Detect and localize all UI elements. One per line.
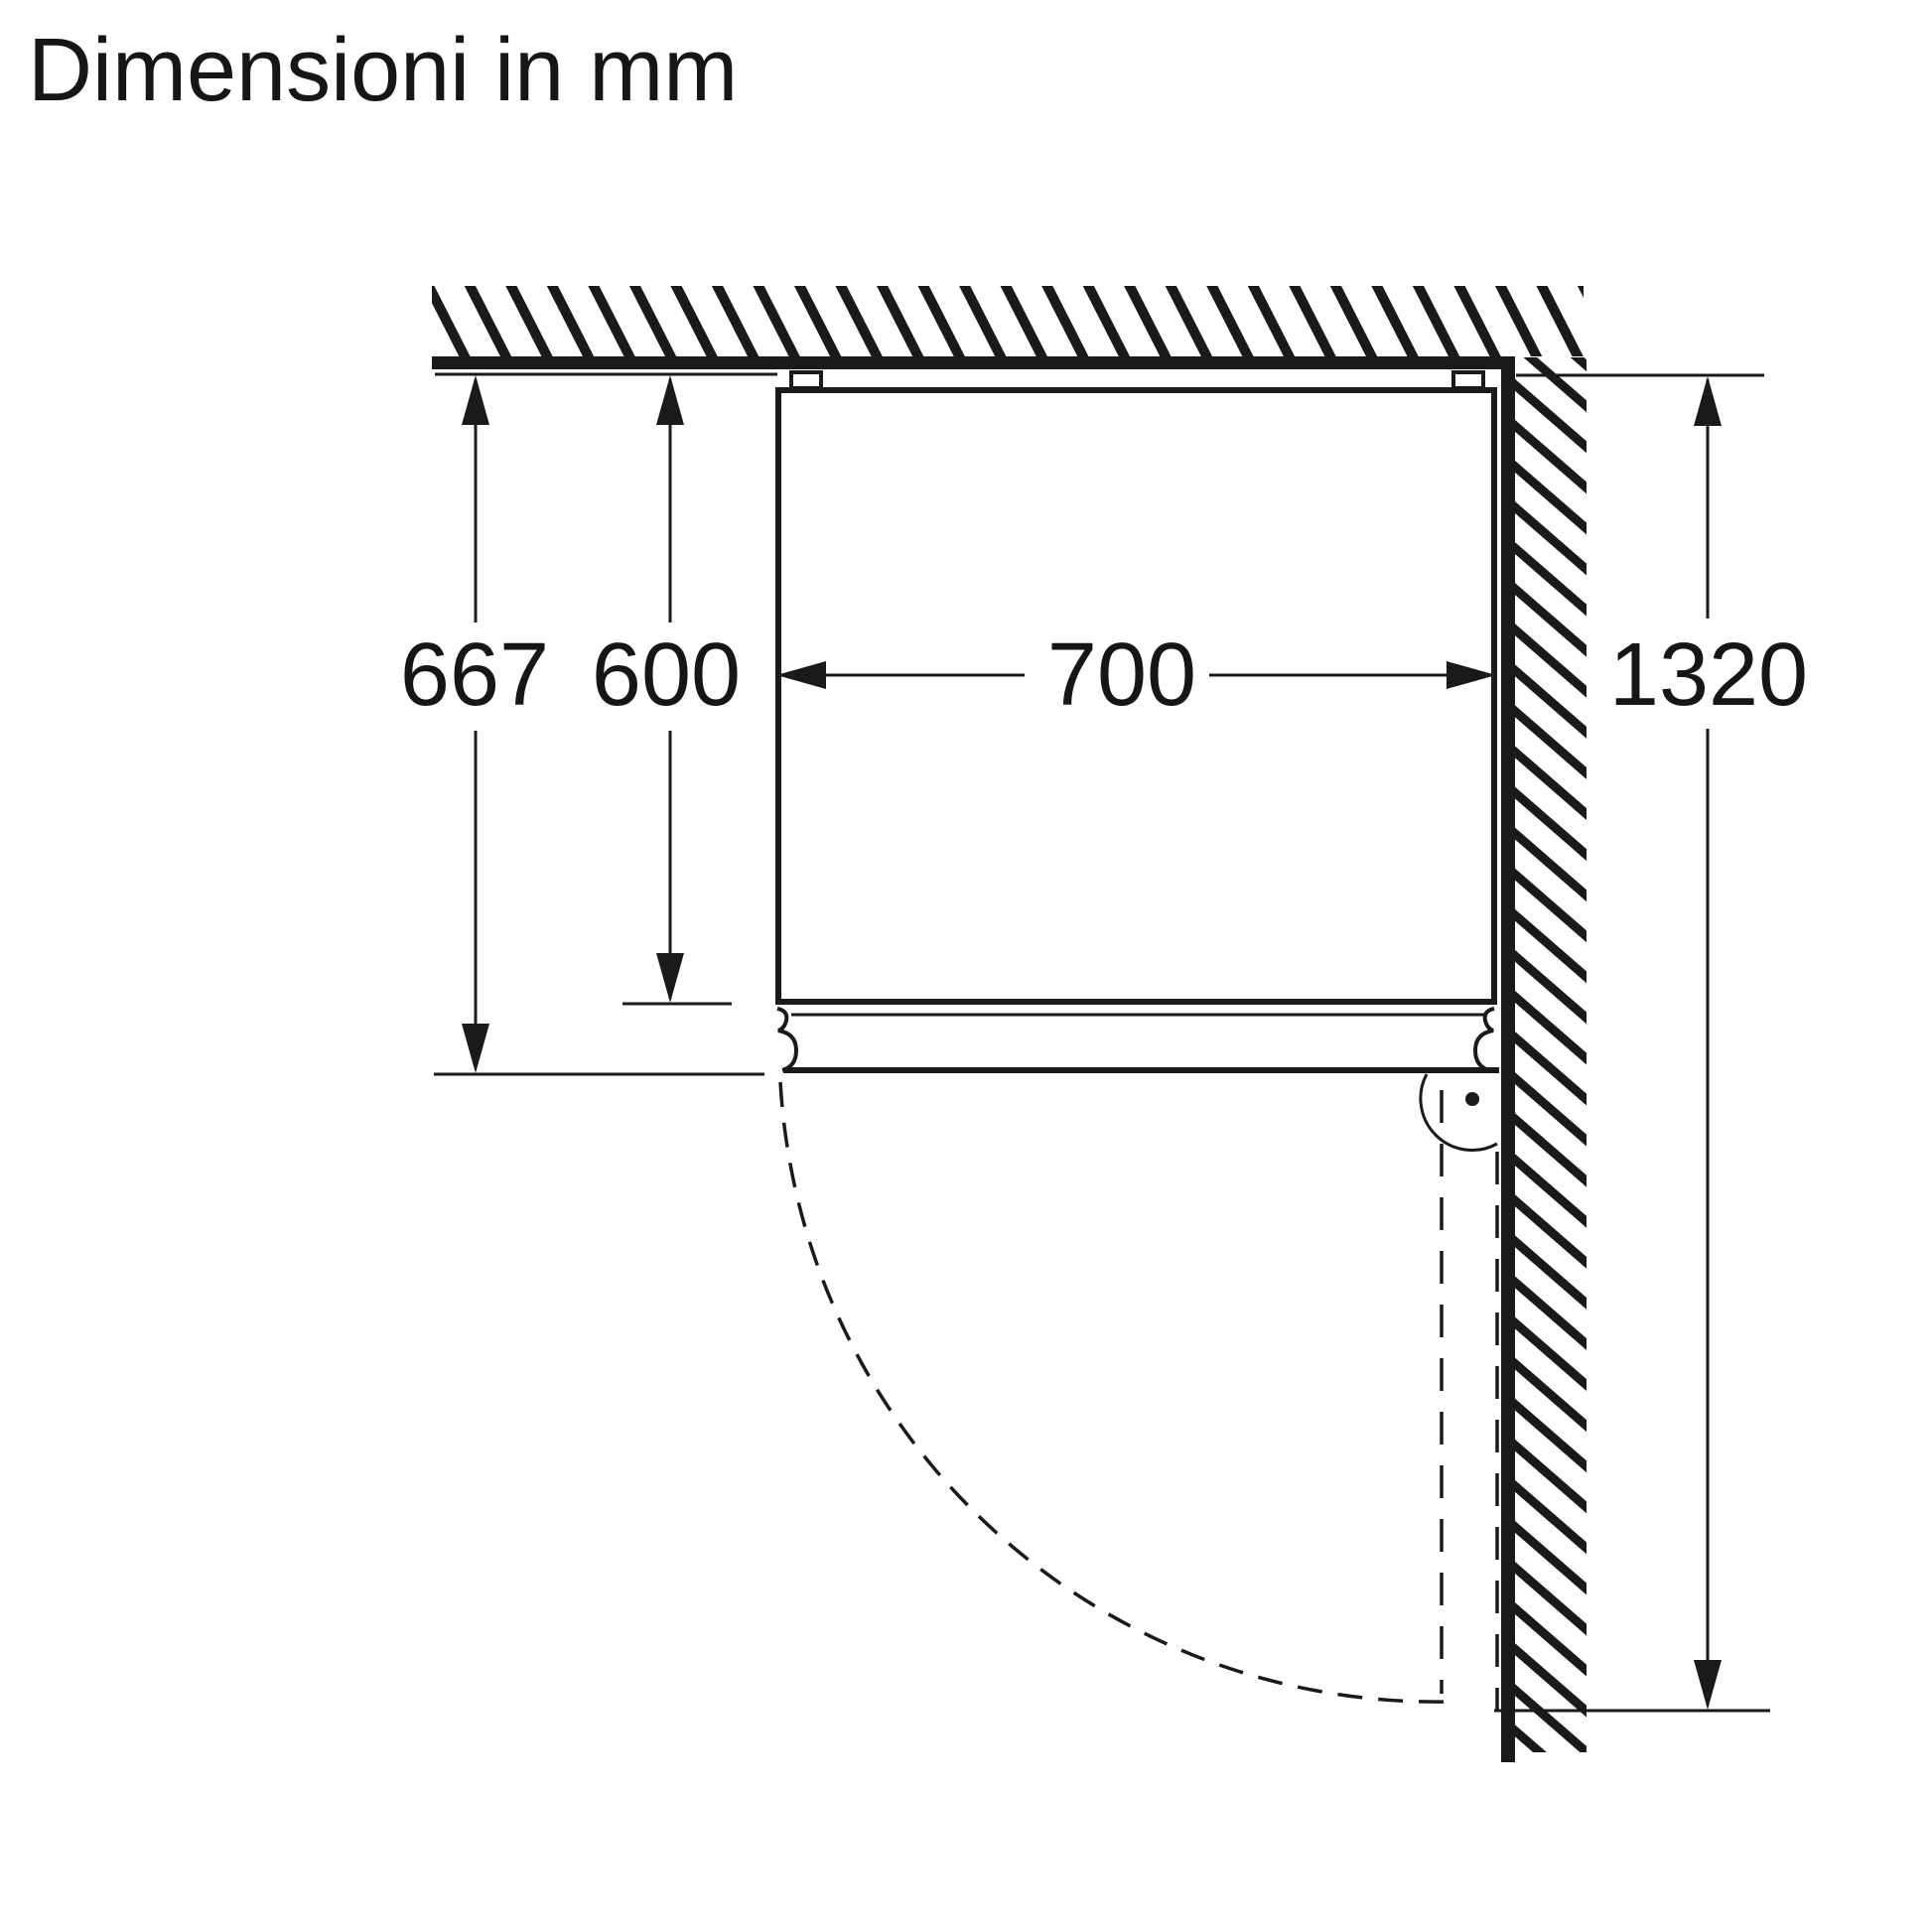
wall-top-line bbox=[432, 356, 1515, 369]
arrow-up-667 bbox=[462, 375, 489, 425]
arrow-down-600 bbox=[656, 953, 684, 1003]
door-swing-arc bbox=[778, 1081, 1450, 1704]
dimension-700: 700 bbox=[776, 625, 1496, 725]
arrow-down-667 bbox=[462, 1024, 489, 1073]
arrow-up-1320 bbox=[1694, 376, 1722, 426]
dimension-label-700: 700 bbox=[1047, 625, 1196, 725]
wall-right-line bbox=[1501, 356, 1515, 1762]
door-swing bbox=[778, 1081, 1499, 1711]
wall-right bbox=[1501, 356, 1587, 1762]
door-end-right bbox=[1472, 1007, 1495, 1072]
dimension-1320: 1320 bbox=[1609, 376, 1808, 1710]
appliance-body bbox=[775, 370, 1497, 1005]
appliance-outline bbox=[775, 387, 1497, 1005]
arrow-down-1320 bbox=[1694, 1660, 1722, 1710]
dimension-667: 667 bbox=[400, 375, 549, 1073]
hinge-arc bbox=[1419, 1073, 1498, 1152]
page-title: Dimensioni in mm bbox=[28, 21, 738, 120]
wall-top-hatching bbox=[432, 286, 1584, 356]
hinge-pivot-dot bbox=[1465, 1092, 1479, 1106]
dimension-label-667: 667 bbox=[400, 625, 549, 725]
appliance-door bbox=[776, 1007, 1499, 1152]
dimension-label-600: 600 bbox=[592, 625, 741, 725]
wall-right-hatching bbox=[1515, 357, 1587, 1752]
door-end-left bbox=[776, 1007, 799, 1072]
arrow-up-600 bbox=[656, 375, 684, 425]
hinge-bump-left bbox=[789, 370, 823, 390]
hinge-bump-right bbox=[1451, 370, 1485, 390]
arrow-left-700 bbox=[776, 661, 826, 689]
arrow-right-700 bbox=[1447, 661, 1496, 689]
wall-top bbox=[432, 286, 1584, 369]
dimension-label-1320: 1320 bbox=[1609, 625, 1808, 725]
dimension-600: 600 bbox=[592, 375, 741, 1003]
